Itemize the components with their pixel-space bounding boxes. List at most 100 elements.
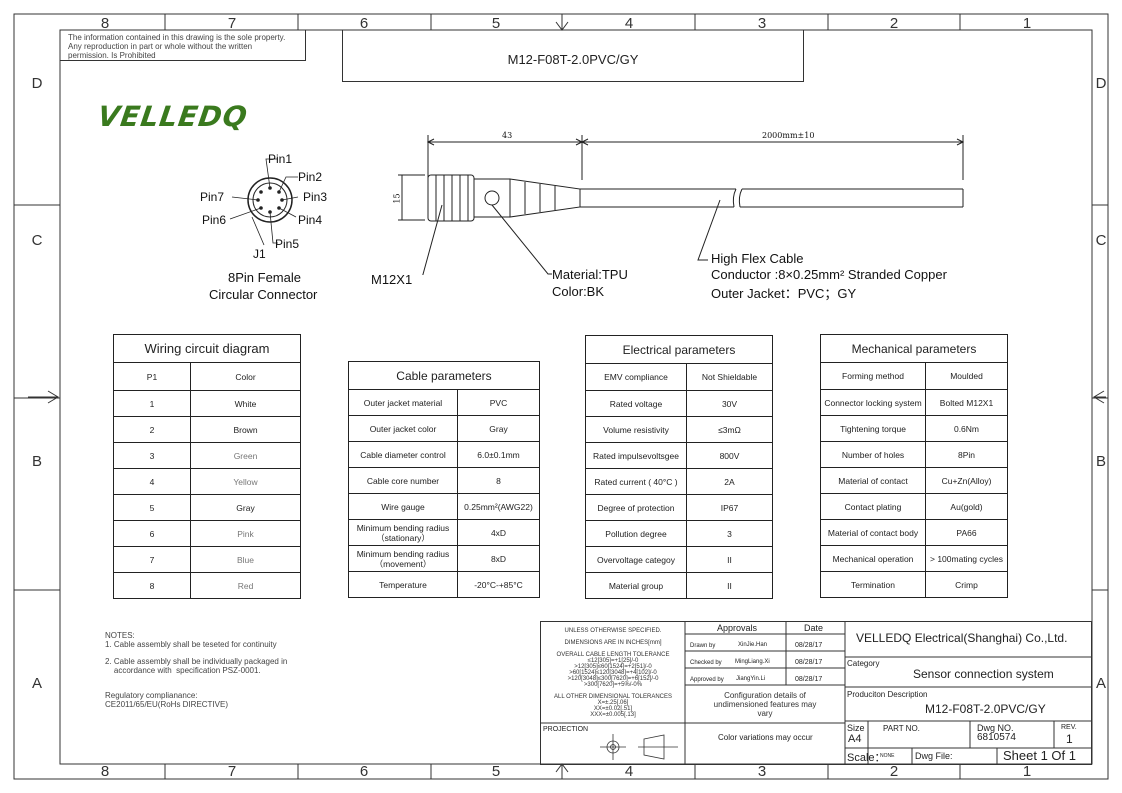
label-color: Color:BK bbox=[552, 284, 605, 299]
table-cell: Rated impulsevoltsgee bbox=[585, 442, 687, 469]
table-cell: 4 bbox=[113, 468, 191, 495]
note-line-3: accordance with specification PSZ-0001. bbox=[105, 666, 261, 675]
table-cell: Contact plating bbox=[820, 493, 926, 520]
table-cell: White bbox=[190, 390, 301, 417]
table-cell: Connector locking system bbox=[820, 389, 926, 416]
mechanical-title: Mechanical parameters bbox=[820, 334, 1008, 363]
tb-date: Date bbox=[804, 623, 824, 633]
table-cell: Au(gold) bbox=[925, 493, 1008, 520]
tb-approved-date: 08/28/17 bbox=[795, 676, 823, 683]
zone-col-4-bottom: 4 bbox=[624, 763, 634, 780]
zone-row-d-left: D bbox=[31, 75, 43, 92]
table-cell: Cable diameter control bbox=[348, 441, 458, 468]
tb-size: A4 bbox=[848, 733, 862, 745]
table-cell: Crimp bbox=[925, 571, 1008, 598]
table-cell: Yellow bbox=[190, 468, 301, 495]
tb-checked-name: MingLiang.Xi bbox=[735, 659, 770, 665]
tb-tolerance-5: >300[7620]=+5%/-0% bbox=[583, 682, 643, 688]
tb-tolerance-3: >60[1524]≤120[3048]=+4[102]/-0 bbox=[569, 670, 657, 676]
tb-category: Sensor connection system bbox=[913, 667, 1054, 681]
pin7-label: Pin7 bbox=[200, 190, 225, 204]
table-cell: Outer jacket color bbox=[348, 415, 458, 442]
tb-part-no-label: PART NO. bbox=[883, 724, 920, 733]
table-cell: 0.6Nm bbox=[925, 415, 1008, 442]
table-cell: Pollution degree bbox=[585, 520, 687, 547]
tb-projection: PROJECTION bbox=[543, 726, 589, 733]
pin5-label: Pin5 bbox=[275, 237, 300, 251]
tb-checked-date: 08/28/17 bbox=[795, 659, 823, 666]
table-cell: Material group bbox=[585, 572, 687, 599]
tb-other-tol-3: XXX=±0.005[.13] bbox=[590, 712, 636, 718]
tb-tolerance-1: ≤12[305]=+1[25]/-0 bbox=[587, 658, 639, 664]
table-cell: Termination bbox=[820, 571, 926, 598]
table-cell: Rated voltage bbox=[585, 390, 687, 417]
table-cell: II bbox=[686, 572, 773, 599]
tb-tolerance-2: >12[305]≤60[1524]=+2[51]/-0 bbox=[574, 664, 652, 670]
table-cell: Material of contact body bbox=[820, 519, 926, 546]
tb-scale: NONE bbox=[880, 753, 895, 759]
table-cell: Bolted M12X1 bbox=[925, 389, 1008, 416]
zone-col-1-top: 1 bbox=[1022, 15, 1032, 32]
notes-heading: NOTES: bbox=[105, 631, 135, 640]
tb-approved-name: JiangYin.Li bbox=[736, 676, 766, 682]
tb-scale-label: Scale： bbox=[847, 752, 886, 764]
table-cell: PVC bbox=[457, 389, 540, 416]
tb-dwg-file-label: Dwg File: bbox=[915, 751, 953, 761]
connector-ref: J1 bbox=[253, 247, 266, 261]
table-cell: IP67 bbox=[686, 494, 773, 521]
tb-production: M12-F08T-2.0PVC/GY bbox=[925, 702, 1046, 716]
tb-rev: 1 bbox=[1066, 732, 1073, 746]
cable-params-title: Cable parameters bbox=[348, 361, 540, 390]
zone-col-3-bottom: 3 bbox=[757, 763, 767, 780]
wiring-header-pin: P1 bbox=[113, 362, 191, 391]
table-cell: 8Pin bbox=[925, 441, 1008, 468]
tb-other-tol-1: X=±.25[.06] bbox=[597, 700, 629, 706]
table-cell: Overvoltage categoy bbox=[585, 546, 687, 573]
tb-approvals: Approvals bbox=[717, 623, 758, 633]
tb-tolerance-heading: OVERALL CABLE LENGTH TOLERANCE bbox=[556, 652, 670, 658]
tb-checked-label: Checked by bbox=[690, 660, 722, 666]
zone-col-5-bottom: 5 bbox=[491, 763, 501, 780]
dim-cable-length: 2000mm±10 bbox=[762, 131, 815, 140]
pin4-label: Pin4 bbox=[298, 213, 323, 227]
tb-config-note: Configuration details of undimensioned f… bbox=[713, 691, 817, 718]
table-cell: PA66 bbox=[925, 519, 1008, 546]
table-cell: Forming method bbox=[820, 362, 926, 390]
label-material: Material:TPU bbox=[552, 267, 628, 282]
table-cell: Cu+Zn(Alloy) bbox=[925, 467, 1008, 494]
table-cell: -20°C-+85°C bbox=[457, 571, 540, 598]
table-cell: ≤3mΩ bbox=[686, 416, 773, 443]
table-cell: 8xD bbox=[457, 545, 540, 572]
note-line-1: 1. Cable assembly shall be teseted for c… bbox=[105, 640, 277, 649]
pin2-label: Pin2 bbox=[298, 170, 323, 184]
table-cell: Rated current ( 40°C ) bbox=[585, 468, 687, 495]
table-cell: 3 bbox=[686, 520, 773, 547]
tb-drawn-label: Drawn by bbox=[690, 643, 716, 649]
regulatory-text: CE2011/65/EU(RoHs DIRECTIVE) bbox=[105, 700, 228, 709]
zone-row-a-right: A bbox=[1095, 675, 1106, 692]
zone-col-4-top: 4 bbox=[624, 15, 634, 32]
zone-col-2-bottom: 2 bbox=[889, 763, 899, 780]
table-cell: 4xD bbox=[457, 519, 540, 546]
table-cell: Number of holes bbox=[820, 441, 926, 468]
table-cell: 2 bbox=[113, 416, 191, 443]
table-cell: Material of contact bbox=[820, 467, 926, 494]
zone-col-7-bottom: 7 bbox=[227, 763, 237, 780]
tb-company: VELLEDQ Electrical(Shanghai) Co.,Ltd. bbox=[856, 631, 1068, 645]
table-cell: Pink bbox=[190, 520, 301, 547]
dim-connector-height: 15 bbox=[392, 193, 402, 204]
table-cell: 30V bbox=[686, 390, 773, 417]
table-cell: 6 bbox=[113, 520, 191, 547]
table-cell: Moulded bbox=[925, 362, 1008, 390]
connector-caption-1: 8Pin Female bbox=[228, 270, 301, 285]
zone-row-c-right: C bbox=[1095, 232, 1107, 249]
zone-row-b-right: B bbox=[1095, 453, 1106, 470]
table-cell: Brown bbox=[190, 416, 301, 443]
tb-sheet: Sheet 1 Of 1 bbox=[1003, 748, 1076, 763]
table-cell: Red bbox=[190, 572, 301, 599]
tb-dwg-no-label: Dwg NO. bbox=[977, 723, 1014, 733]
table-cell: 7 bbox=[113, 546, 191, 573]
